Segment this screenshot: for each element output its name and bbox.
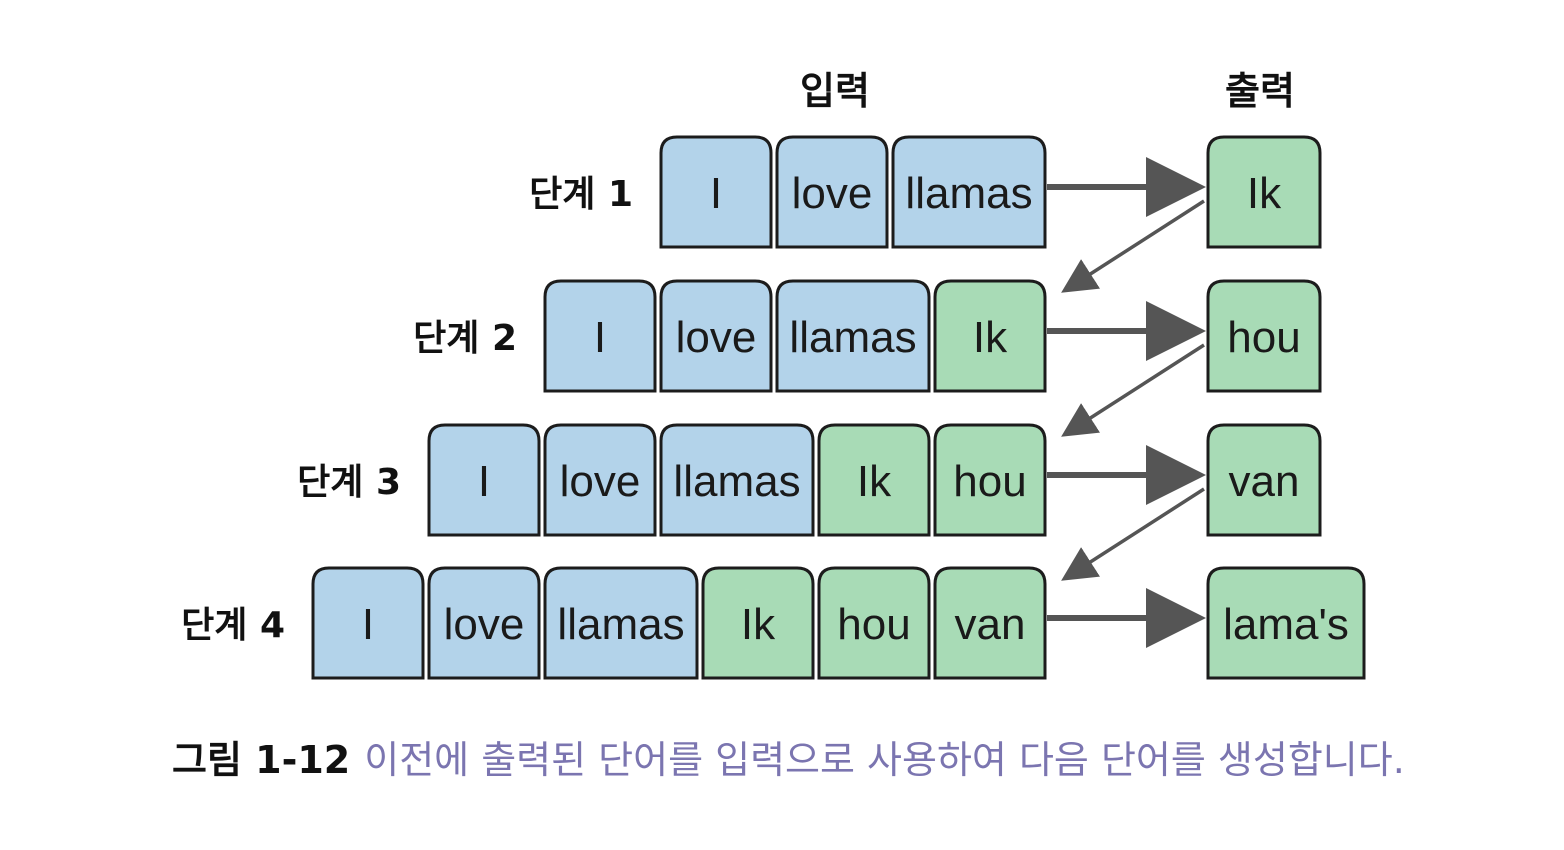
generated-token-2-4-label: Ik	[973, 313, 1008, 362]
input-token-1-3-label: llamas	[905, 169, 1032, 218]
input-token-1-2-label: love	[792, 169, 873, 218]
input-token-1-1-box	[659, 135, 773, 249]
input-token-1-2: love	[775, 135, 889, 249]
output-header: 출력	[1225, 69, 1295, 113]
generated-token-4-5: hou	[817, 566, 931, 680]
output-token-1-label: Ik	[1247, 169, 1282, 218]
input-token-3-2-box	[543, 423, 657, 537]
input-token-3-2-label: love	[560, 457, 641, 506]
step-label-3: 단계 3	[297, 462, 401, 503]
generated-token-2-4-box	[933, 279, 1047, 393]
input-token-2-1-label: I	[594, 313, 606, 362]
input-token-4-1: I	[311, 566, 425, 680]
output-token-2: hou	[1206, 279, 1322, 393]
caption-text: 이전에 출력된 단어를 입력으로 사용하여 다음 단어를 생성합니다.	[364, 738, 1405, 782]
generated-token-4-6: van	[933, 566, 1047, 680]
input-token-2-3-box	[775, 279, 931, 393]
input-token-3-3: llamas	[659, 423, 815, 537]
generated-token-4-6-label: van	[955, 600, 1026, 649]
input-token-1-1-label: I	[710, 169, 722, 218]
input-token-2-2-box	[659, 279, 773, 393]
input-token-3-1: I	[427, 423, 541, 537]
input-token-1-3-box	[891, 135, 1047, 249]
output-token-4-box	[1206, 566, 1366, 680]
generated-token-3-4-box	[817, 423, 931, 537]
generated-token-4-4-label: Ik	[741, 600, 776, 649]
input-token-2-2-label: love	[676, 313, 757, 362]
input-token-1-3: llamas	[891, 135, 1047, 249]
input-token-3-3-box	[659, 423, 815, 537]
output-token-2-label: hou	[1227, 313, 1300, 362]
figure-number: 그림 1-12	[172, 738, 351, 782]
output-token-1-box	[1206, 135, 1322, 249]
input-token-4-2-box	[427, 566, 541, 680]
output-token-1: Ik	[1206, 135, 1322, 249]
input-token-4-3-box	[543, 566, 699, 680]
input-token-4-3: llamas	[543, 566, 699, 680]
input-token-3-1-label: I	[478, 457, 490, 506]
generated-token-3-5: hou	[933, 423, 1047, 537]
input-token-3-3-label: llamas	[673, 457, 800, 506]
generated-token-4-5-label: hou	[837, 600, 910, 649]
input-header: 입력	[800, 69, 870, 113]
step-label-1: 단계 1	[529, 174, 633, 215]
generated-token-3-4-label: Ik	[857, 457, 892, 506]
generated-token-3-5-label: hou	[953, 457, 1026, 506]
feedback-arrow-2	[1061, 343, 1205, 437]
input-token-3-2: love	[543, 423, 657, 537]
input-token-2-1: I	[543, 279, 657, 393]
input-token-4-3-label: llamas	[557, 600, 684, 649]
output-token-3-label: van	[1229, 457, 1300, 506]
generated-token-3-5-box	[933, 423, 1047, 537]
step-label-4: 단계 4	[181, 605, 285, 646]
generated-token-2-4: Ik	[933, 279, 1047, 393]
input-token-4-1-label: I	[362, 600, 374, 649]
generated-token-4-5-box	[817, 566, 931, 680]
input-token-4-2: love	[427, 566, 541, 680]
input-token-3-1-box	[427, 423, 541, 537]
generated-token-4-4: Ik	[701, 566, 815, 680]
feedback-arrow-1	[1061, 199, 1205, 293]
step-label-2: 단계 2	[413, 318, 517, 359]
input-token-4-1-box	[311, 566, 425, 680]
generated-token-4-6-box	[933, 566, 1047, 680]
input-token-4-2-label: love	[444, 600, 525, 649]
generated-token-4-4-box	[701, 566, 815, 680]
generated-token-3-4: Ik	[817, 423, 931, 537]
input-token-2-1-box	[543, 279, 657, 393]
output-token-3-box	[1206, 423, 1322, 537]
input-token-1-1: I	[659, 135, 773, 249]
output-token-2-box	[1206, 279, 1322, 393]
input-token-2-2: love	[659, 279, 773, 393]
output-token-4: lama's	[1206, 566, 1366, 680]
output-token-3: van	[1206, 423, 1322, 537]
input-token-2-3: llamas	[775, 279, 931, 393]
output-token-4-label: lama's	[1223, 600, 1349, 649]
input-token-1-2-box	[775, 135, 889, 249]
figure-caption: 그림 1-12 이전에 출력된 단어를 입력으로 사용하여 다음 단어를 생성합니…	[172, 732, 1522, 788]
input-token-2-3-label: llamas	[789, 313, 916, 362]
feedback-arrow-3	[1061, 487, 1205, 581]
